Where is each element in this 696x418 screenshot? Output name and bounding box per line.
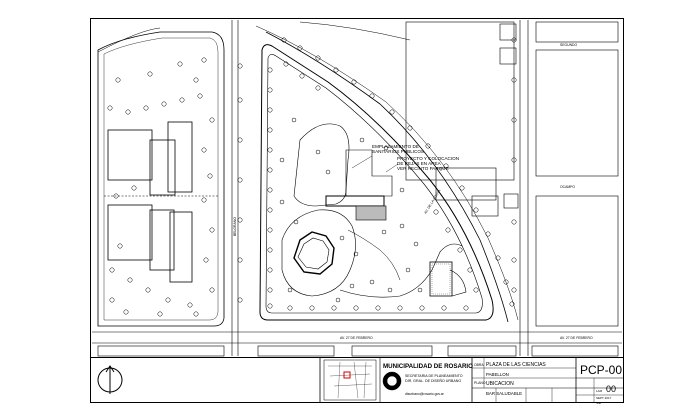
location-thumbnail-streets bbox=[328, 361, 373, 399]
top-block-1 bbox=[405, 21, 515, 181]
bar-structure bbox=[429, 261, 453, 297]
location-thumbnail bbox=[323, 359, 377, 401]
top-block-4 bbox=[535, 21, 619, 43]
top-block-3 bbox=[499, 47, 517, 65]
street-label-vertical: BELGRANO bbox=[233, 217, 237, 236]
municipal-seal-inner bbox=[386, 375, 398, 387]
bottom-block-1 bbox=[97, 345, 225, 357]
plan-labels: EMPLAZAMIENTO DE SANITARIOS PUBLICOS PRO… bbox=[233, 43, 593, 340]
diagonal-avenue-edge-2 bbox=[255, 25, 519, 321]
right-kiosk bbox=[503, 193, 519, 209]
trees-plaza-interior bbox=[279, 117, 423, 303]
building-b bbox=[167, 121, 193, 193]
obra-value: PLAZA DE LAS CIENCIAS bbox=[486, 362, 546, 368]
building-e bbox=[149, 209, 175, 271]
lam-label: LAM bbox=[596, 389, 603, 393]
sheet-date: SEPT 2017 bbox=[596, 396, 612, 400]
title-block: MUNICIPALIDAD DE ROSARIO SECRETARIA DE P… bbox=[383, 362, 622, 405]
street-label-right-mid: OCAMPO bbox=[560, 185, 575, 189]
sheet-scale: S/E bbox=[596, 401, 601, 405]
plaza-path-west bbox=[293, 123, 350, 207]
sanitary-note-line1: EMPLAZAMIENTO DE bbox=[372, 144, 419, 149]
north-arrow-head bbox=[105, 365, 115, 373]
obra-sub-value: PABELLON bbox=[486, 372, 509, 377]
bottom-block-5 bbox=[531, 345, 619, 357]
plaza-inner-outline bbox=[265, 54, 483, 314]
top-right-curved-lot bbox=[299, 21, 411, 41]
right-building-1 bbox=[435, 167, 497, 201]
municipality-name: MUNICIPALIDAD DE ROSARIO bbox=[383, 363, 473, 370]
right-building-2 bbox=[471, 195, 499, 217]
sanitary-note-line2: SANITARIOS PUBLICOS bbox=[372, 149, 424, 154]
contact-email: disurbano@rosario.gov.ar bbox=[405, 392, 445, 396]
sheet-code: PCP-00 bbox=[580, 363, 622, 377]
secretariat-line2: DIR. GRAL. DE DISEÑO URBANO bbox=[405, 378, 461, 383]
left-block-outline bbox=[97, 31, 225, 327]
street-label-top-right: SEGUNDO bbox=[560, 43, 578, 47]
building-d bbox=[107, 204, 153, 261]
location-marker bbox=[343, 371, 351, 379]
top-block-2 bbox=[499, 23, 517, 41]
trees-left-block bbox=[107, 57, 215, 317]
plaza-path-loop bbox=[281, 209, 356, 297]
plano-label: PLANO bbox=[474, 381, 486, 385]
bottom-block-3 bbox=[351, 345, 433, 357]
bar-grid bbox=[431, 263, 451, 295]
bar-deck bbox=[449, 269, 467, 297]
annotation-leader-2 bbox=[385, 163, 399, 173]
top-block-5 bbox=[535, 49, 619, 177]
plano-value: UBICACION bbox=[486, 381, 514, 387]
octagon-pavilion-inner bbox=[297, 237, 330, 270]
trees-plaza-perimeter bbox=[237, 37, 517, 311]
building-a bbox=[149, 139, 176, 196]
bottom-block-4 bbox=[447, 345, 517, 357]
pavilion-note-line2: DE REJAS EN AREA bbox=[397, 161, 442, 166]
sheet-number: 00 bbox=[606, 384, 616, 394]
plaza-path-south bbox=[339, 243, 463, 298]
pavilion-note-line1: PROYECTO Y COLOCACION bbox=[397, 156, 459, 161]
street-label-bottom-left: AV. 27 DE FEBRERO bbox=[340, 336, 373, 340]
right-block-1 bbox=[535, 195, 619, 327]
obra-label: OBRA bbox=[474, 363, 484, 367]
left-block-inner bbox=[103, 37, 219, 321]
diagonal-avenue-edge-1 bbox=[265, 31, 509, 323]
plaza-structure bbox=[345, 149, 393, 197]
plan-area bbox=[92, 20, 624, 402]
plaza-outline bbox=[259, 44, 494, 321]
street-label-diagonal: AV. DE LA COSTA bbox=[423, 188, 442, 214]
building-c bbox=[107, 129, 153, 181]
pavilion-note-line3: VER RECINTO PARQUE bbox=[397, 166, 449, 171]
secretariat-line1: SECRETARIA DE PLANEAMIENTO bbox=[405, 374, 463, 378]
plaza-path-inner bbox=[347, 229, 401, 281]
bottom-block-2 bbox=[257, 345, 335, 357]
octagon-pavilion-outer bbox=[293, 231, 335, 275]
plano-sub-value: BAR SALUDABLE bbox=[486, 391, 522, 396]
street-label-bottom-right: AV. 27 DE FEBRERO bbox=[560, 336, 593, 340]
drawing-frame bbox=[90, 18, 624, 403]
annotation-leader-1 bbox=[351, 155, 373, 169]
left-curve-road bbox=[97, 27, 161, 53]
pavilion-hatched bbox=[355, 205, 387, 221]
building-f bbox=[169, 211, 193, 283]
pavilion-building bbox=[325, 195, 385, 207]
